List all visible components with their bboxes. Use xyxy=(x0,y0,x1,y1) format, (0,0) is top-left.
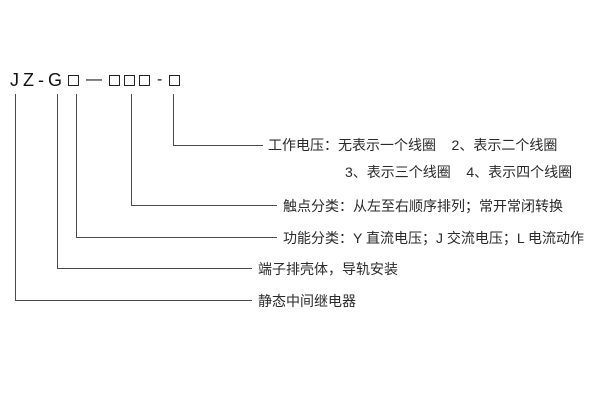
label-function-class: 功能分类：Y 直流电压；J 交流电压；L 电流动作 xyxy=(283,230,585,246)
leader-line-working-voltage xyxy=(173,94,263,146)
placeholder-box-function xyxy=(68,74,79,86)
leader-line-function-class xyxy=(76,94,277,238)
label-working-voltage-line1: 工作电压：无表示一个线圈 2、表示二个线圈 xyxy=(268,137,558,153)
model-dash-long: — xyxy=(86,71,102,88)
placeholder-box-contact-1 xyxy=(109,74,120,86)
label-housing: 端子排壳体，导轨安装 xyxy=(258,261,398,277)
placeholder-box-voltage xyxy=(169,74,181,86)
leader-line-contact-class xyxy=(131,94,277,206)
leader-line-housing xyxy=(57,94,252,269)
placeholder-box-contact-3 xyxy=(139,74,150,86)
label-working-voltage-line2: 3、表示三个线圈 4、表示四个线圈 xyxy=(345,164,573,180)
label-relay-type: 静态中间继电器 xyxy=(258,293,356,309)
model-code: JZ-G — - xyxy=(10,68,182,92)
model-prefix: JZ-G xyxy=(10,69,66,90)
leader-line-relay-type xyxy=(15,94,252,301)
placeholder-box-contact-2 xyxy=(124,74,135,86)
contact-box-group xyxy=(107,74,152,86)
label-contact-class: 触点分类：从左至右顺序排列；常开常闭转换 xyxy=(283,198,563,214)
model-dash-short: - xyxy=(157,71,163,88)
